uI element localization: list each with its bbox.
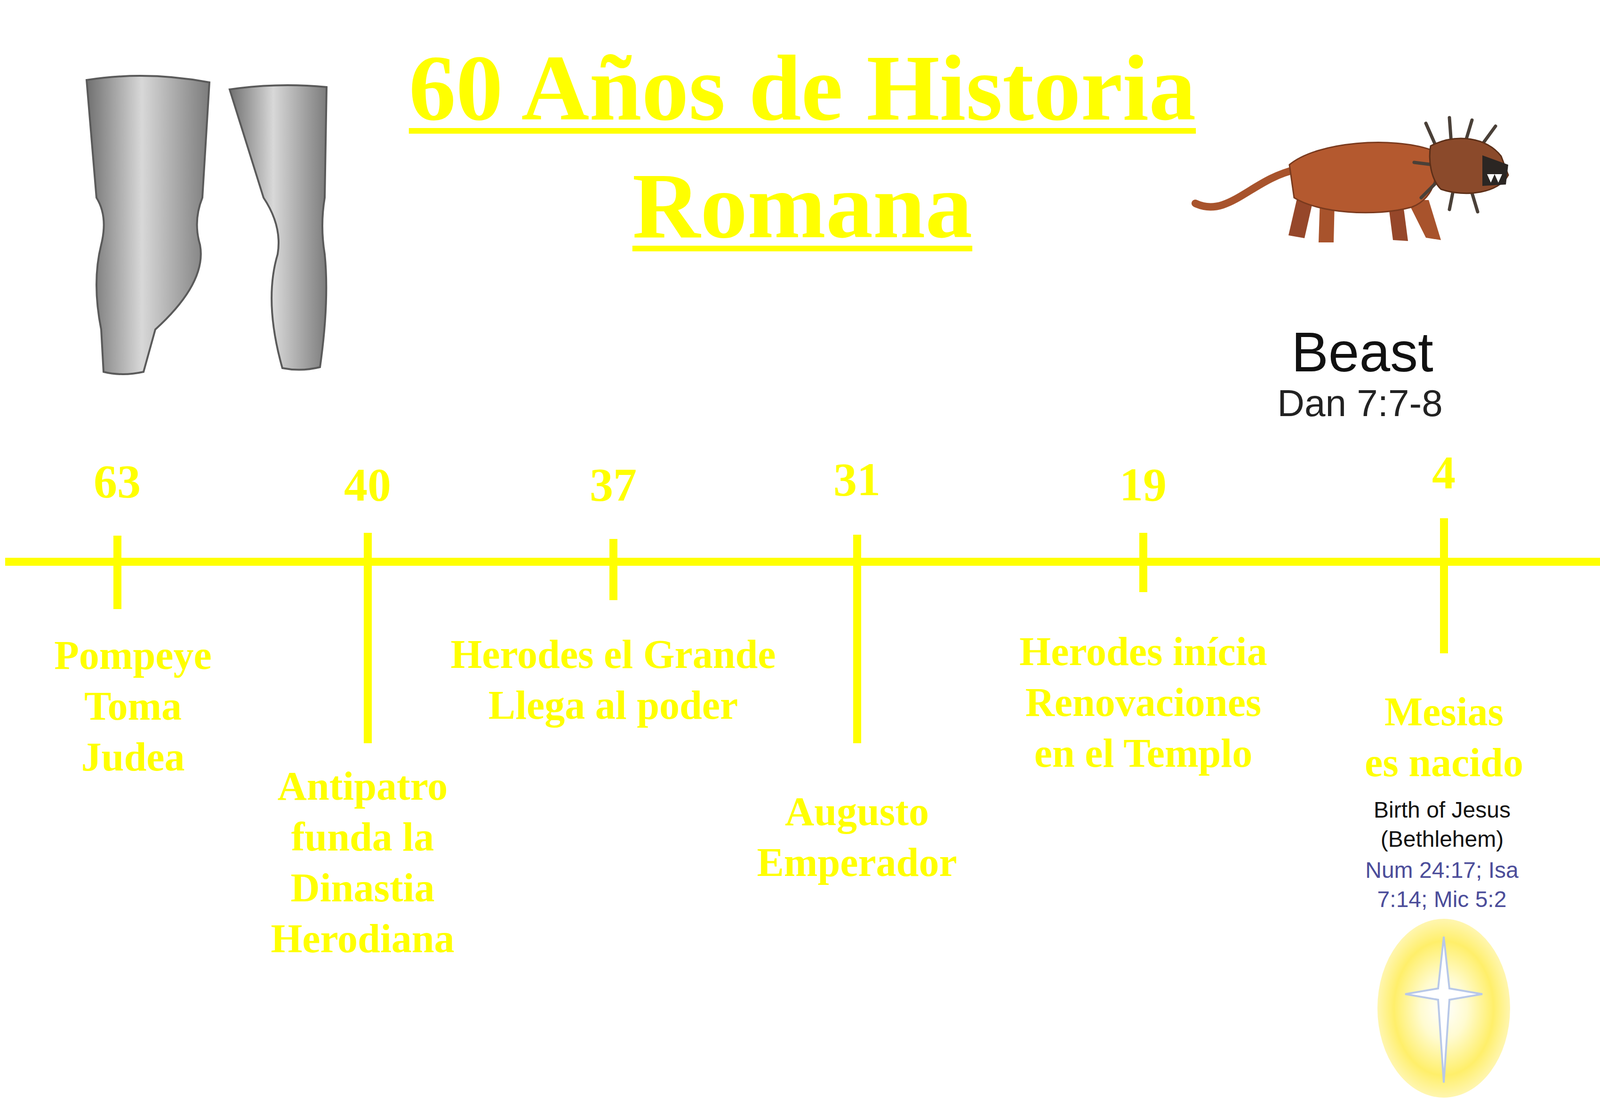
- timeline-tick: [853, 534, 862, 744]
- star-symbol: [1405, 936, 1483, 1083]
- timeline-tick: [113, 535, 122, 609]
- year-label: 37: [589, 456, 638, 513]
- birth-note: Birth of Jesus (Bethlehem): [1373, 795, 1512, 854]
- event-label: Herodes el Grande Llega al poder: [449, 628, 777, 731]
- timeline-tick: [1139, 532, 1148, 592]
- page-title: 60 Años de Historia Romana: [378, 29, 1226, 265]
- year-label: 19: [1119, 456, 1168, 513]
- event-label: Antipatro funda la Dinastia Herodiana: [270, 760, 456, 964]
- star-glow: [1377, 918, 1511, 1098]
- timeline-axis: [5, 557, 1600, 566]
- event-label: Pompeye Toma Judea: [53, 629, 213, 783]
- right-leg: [229, 85, 327, 370]
- iron-legs: [86, 75, 327, 375]
- year-label: 31: [832, 451, 881, 508]
- timeline-tick: [609, 538, 618, 600]
- beast-body: [1289, 142, 1436, 213]
- event-label: Herodes inícia Renovaciones en el Templo: [1018, 625, 1268, 779]
- year-label: 40: [343, 456, 392, 513]
- beast-head: [1429, 138, 1509, 194]
- beast-teeth: [1487, 174, 1503, 183]
- left-leg: [86, 75, 210, 375]
- event-label: Mesias es nacido: [1364, 686, 1524, 788]
- scripture-reference: Dan 7:7-8: [1276, 382, 1444, 424]
- beast-figure: [1195, 117, 1509, 243]
- glow-ellipse: [1377, 918, 1511, 1098]
- event-label: Augusto Emperador: [756, 785, 958, 888]
- year-label: 4: [1431, 444, 1456, 501]
- beast-tail: [1195, 169, 1297, 208]
- year-label: 63: [93, 453, 142, 510]
- timeline-tick: [363, 532, 372, 744]
- timeline: [5, 518, 1600, 744]
- timeline-tick: [1440, 518, 1448, 654]
- beast-face: [1482, 155, 1509, 186]
- scripture-reference: Num 24:17; Isa 7:14; Mic 5:2: [1364, 855, 1520, 914]
- figure-label: Beast: [1290, 321, 1434, 383]
